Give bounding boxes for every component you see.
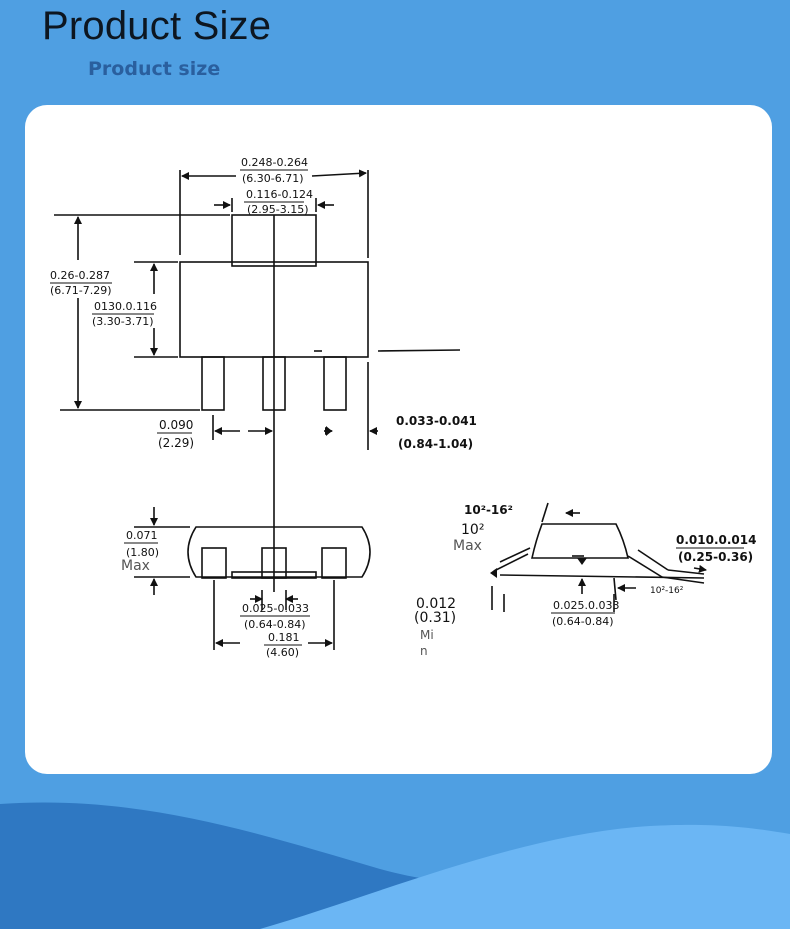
overall-width-mm: (6.30-6.71) [242,172,304,185]
bottom-tab [231,571,317,579]
arrowhead [490,568,497,578]
lead-width-mm: (0.84-1.04) [398,437,473,451]
span-mm: (4.60) [266,646,299,659]
bottom-lead-in: 0.025-0.033 [242,602,309,615]
wave-light [260,824,790,929]
package-side-outline [187,526,371,578]
body-height-in: 0130.0.116 [94,300,157,313]
lead-right [323,356,347,411]
bottom-lead-left [201,547,227,579]
lead-bend-right [637,549,669,571]
overall-height-in: 0.26-0.287 [50,269,110,282]
height-in: 0.071 [126,529,158,542]
arrowhead [577,558,587,565]
dim-arrow [311,169,367,178]
lead-foot-right [667,569,705,575]
seating-plane [499,574,705,579]
pitch-mm: (2.29) [158,436,194,450]
standoff-in: 0.012 [416,596,456,612]
ext-line [613,577,617,601]
lead-left [201,356,225,411]
lead-foot-right [661,576,705,584]
standoff-note-2: n [420,644,428,658]
tab-width-in: 0.116-0.124 [246,188,313,201]
pitch-in: 0.090 [159,418,193,432]
bottom-lead-mm: (0.64-0.84) [244,618,306,631]
dim-arrow [693,564,707,573]
page-subtitle: Product size [88,58,221,80]
thickness-in: 0.010.0.014 [676,533,756,547]
lead-width-in: 0.033-0.041 [396,414,477,428]
height-mm: (1.80) [126,546,159,559]
lead-bend-right [627,555,663,578]
angle-left-note: Max [453,538,482,554]
angle-ref [541,502,549,523]
angle-left: 10² [461,522,484,538]
decorative-waves [0,802,790,929]
lead-bend-left [493,553,529,572]
side-lead-in: 0.025.0.033 [553,599,619,612]
thickness-mm: (0.25-0.36) [678,550,753,564]
overall-height-mm: (6.71-7.29) [50,284,112,297]
standoff-mm: (0.31) [414,610,456,626]
angle-right: 10²-16² [650,586,684,596]
height-note: Max [121,558,150,574]
dimension-diagram: 0.248-0.264 (6.30-6.71) 0.116-0.124 (2.9… [50,156,756,659]
arrowhead [326,426,332,436]
side-package-outline [531,523,629,559]
tab-width-mm: (2.95-3.15) [247,203,309,216]
ext-line [377,349,461,352]
body-height-mm: (3.30-3.71) [92,315,154,328]
standoff-note-1: Mi [420,628,434,642]
overall-width-in: 0.248-0.264 [241,156,308,169]
lead-bend-left [499,547,531,563]
span-in: 0.181 [268,631,300,644]
bottom-lead-right [321,547,347,579]
diagram-card: 0.248-0.264 (6.30-6.71) 0.116-0.124 (2.9… [25,105,772,774]
page-title: Product Size [42,4,272,48]
side-lead-mm: (0.64-0.84) [552,615,614,628]
angle-top: 10²-16² [464,503,513,517]
